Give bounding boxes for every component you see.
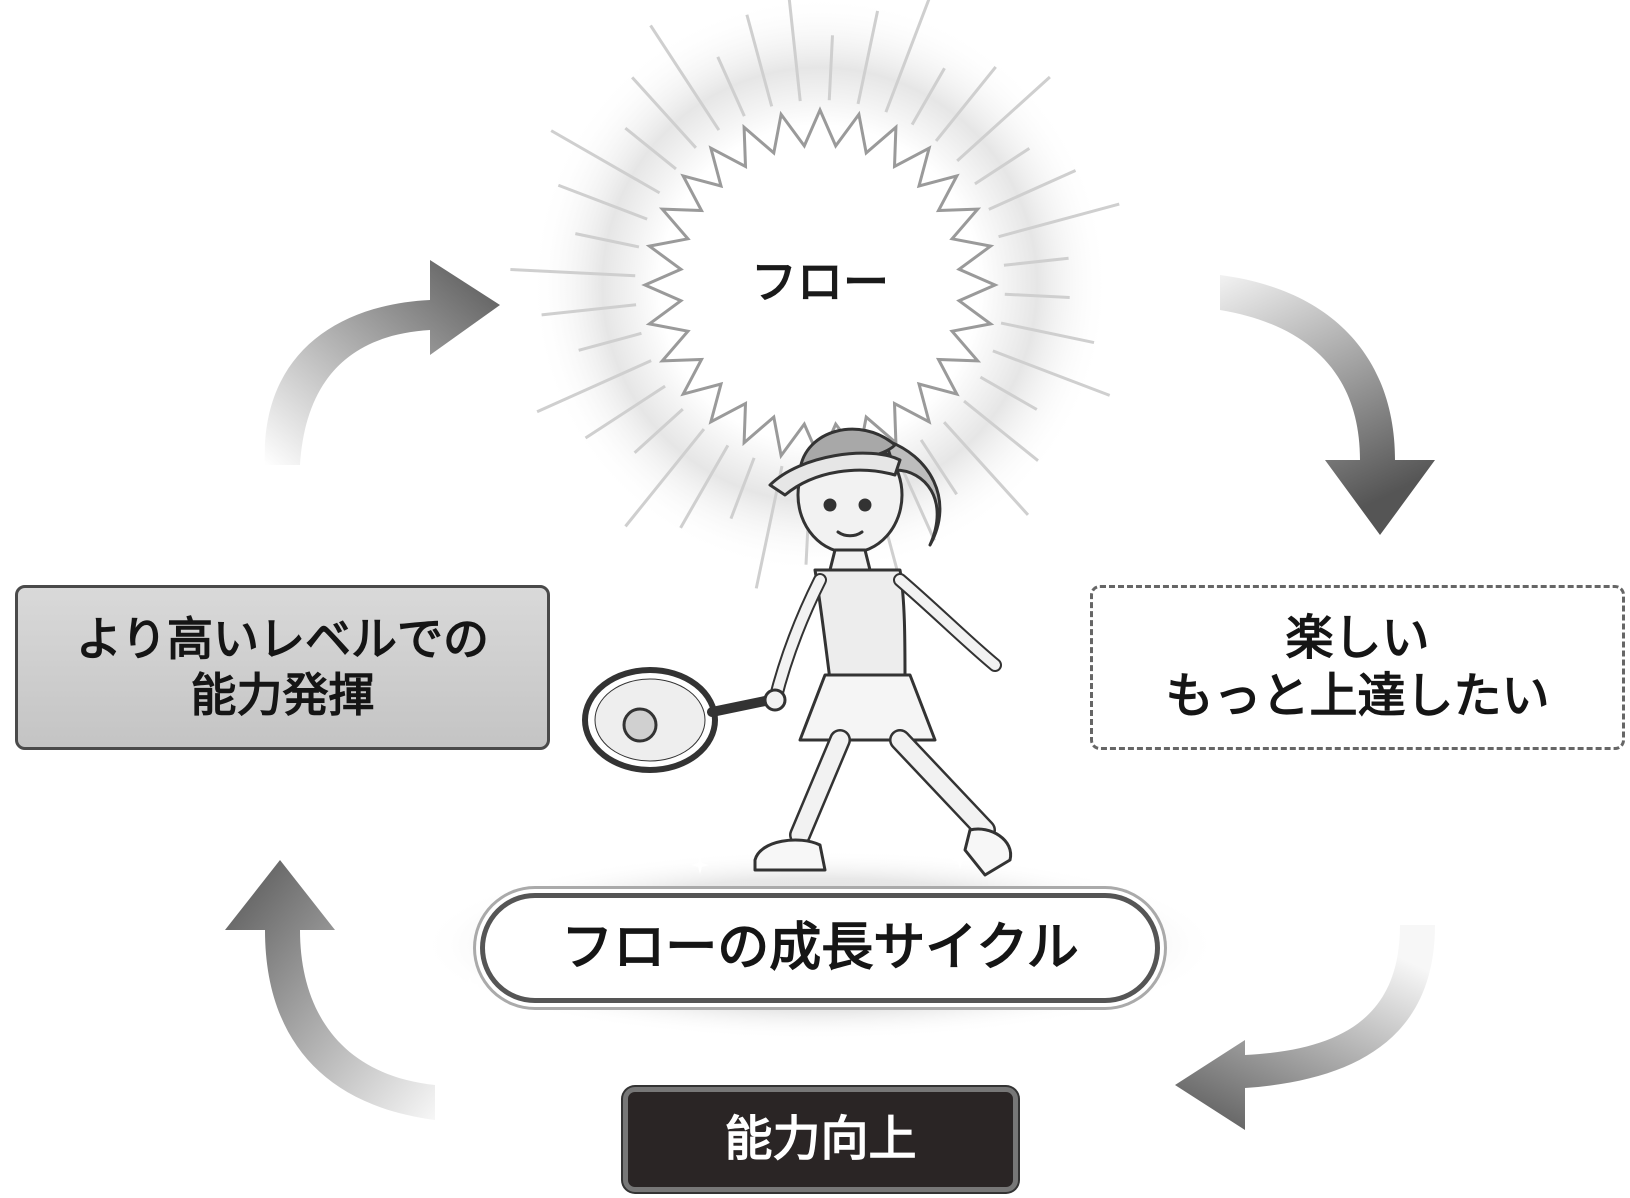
burst-ray [510,268,636,278]
enjoyment-box: 楽しい もっと上達したい [1090,585,1625,750]
burst-ray [745,14,774,107]
burst-ray [974,147,1031,186]
burst-ray [919,439,958,496]
burst-ray [1000,321,1095,345]
left-box-line-2: 能力発揮 [190,667,375,722]
burst-ray [934,66,997,142]
burst-ray [1003,256,1069,267]
higher-level-ability-box: より高いレベルでの 能力発揮 [15,585,550,750]
burst-ray [541,303,637,317]
arrow-bottom-left [225,860,435,1120]
burst-ray [988,169,1077,211]
bottom-box-label: 能力向上 [724,1110,917,1167]
burst-ray [1004,292,1070,299]
sparkle [461,976,479,994]
sparkle [591,991,609,1009]
burst-ray [856,10,880,105]
burst-ray [943,421,1030,516]
burst-ray [787,0,802,102]
burst-ray [575,232,640,249]
sparkle [1111,861,1129,879]
left-box-line-1: より高いレベルでの [75,612,490,667]
sparkle [691,856,709,874]
burst-ray [979,375,1038,411]
burst-ray [631,76,697,149]
flow-burst [510,0,1120,589]
sparkle [871,991,889,1009]
sparkle [1151,931,1169,949]
burst-ray [578,331,642,352]
flow-label-text: フロー [751,255,889,310]
burst-ray [584,384,666,440]
sparkle [531,851,549,869]
burst-ray [992,349,1111,397]
ability-improvement-box: 能力向上 [623,1087,1018,1192]
burst-ray [956,75,1051,162]
flow-label: フロー [700,248,940,318]
diagram-title: フローの成長サイクル [561,917,1079,978]
burst-ray [557,183,648,221]
burst-ray [649,24,721,131]
sparkle [951,851,969,869]
arrow-top-right [1220,275,1435,535]
sparkle [461,871,479,889]
burst-ray [679,444,730,529]
burst-ray [729,457,756,520]
burst-ray [633,408,684,454]
burst-ray [624,126,677,171]
burst-ray [624,428,706,528]
burst-ray [998,202,1120,239]
right-box-line-1: 楽しい [1285,609,1430,666]
burst-ray [827,35,834,101]
right-box-line-2: もっと上達したい [1165,667,1550,724]
tennis-player-illustration [582,427,1013,877]
burst-ray [884,0,931,113]
arrow-bottom-right [1175,925,1435,1130]
burst-ray [716,56,746,117]
burst-ray [536,359,652,414]
arrow-top-left [264,260,500,465]
burst-ray [963,399,1039,462]
diagram-title-pill: フローの成長サイクル [485,898,1155,998]
burst-ray [910,67,946,126]
burst-ray [550,129,661,195]
